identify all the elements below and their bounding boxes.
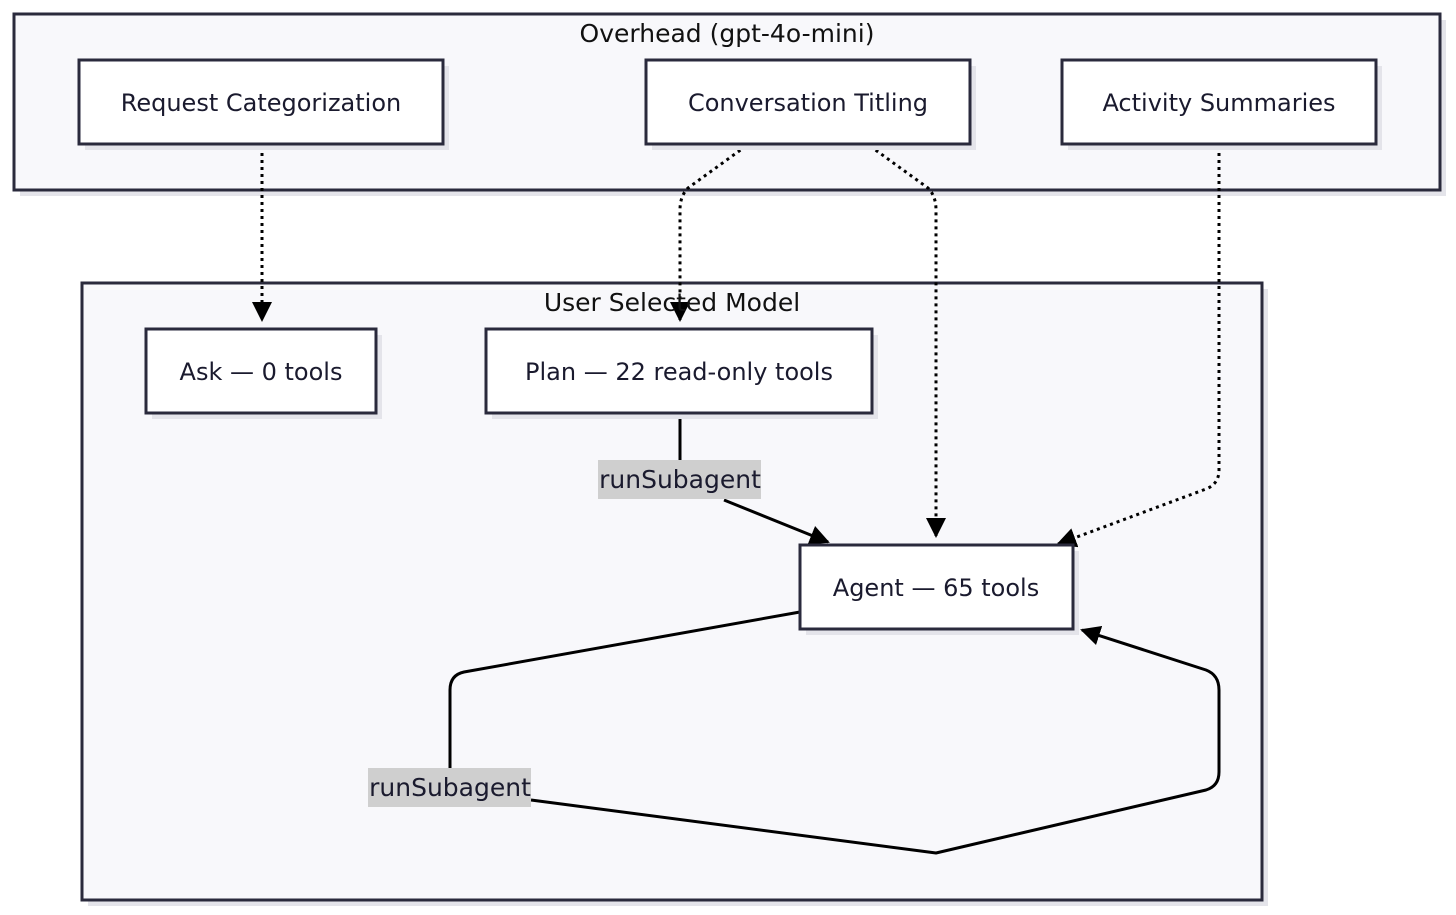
node-request-categorization[interactable]: Request Categorization (77, 58, 449, 150)
edge-label-plan-to-agent-text: runSubagent (599, 465, 761, 494)
cluster-overhead-title: Overhead (gpt-4o-mini) (580, 19, 875, 48)
node-conversation-titling[interactable]: Conversation Titling (644, 58, 976, 150)
node-conversation-titling-label: Conversation Titling (688, 89, 928, 117)
edge-agent-self-loop (448, 612, 1221, 855)
node-activity-summaries-label: Activity Summaries (1102, 89, 1335, 117)
node-activity-summaries[interactable]: Activity Summaries (1060, 58, 1382, 150)
edge-label-agent-self-loop: runSubagent (368, 768, 531, 807)
cluster-user-selected-model-title: User Selected Model (544, 288, 800, 317)
edge-label-agent-self-loop-text: runSubagent (369, 773, 531, 802)
edge-conversation-titling-to-plan (670, 144, 747, 322)
node-agent-label: Agent — 65 tools (833, 574, 1039, 602)
edge-plan-to-agent (678, 414, 828, 542)
node-plan-label: Plan — 22 read-only tools (525, 358, 833, 386)
node-plan[interactable]: Plan — 22 read-only tools (484, 327, 878, 419)
node-request-categorization-label: Request Categorization (121, 89, 402, 117)
edge-conversation-titling-to-agent (869, 144, 946, 538)
edge-label-plan-to-agent: runSubagent (598, 460, 761, 499)
node-agent[interactable]: Agent — 65 tools (798, 543, 1079, 635)
node-ask-label: Ask — 0 tools (180, 358, 343, 386)
edges (252, 144, 1221, 855)
edge-activity-summaries-to-agent (1056, 146, 1221, 548)
node-ask[interactable]: Ask — 0 tools (144, 327, 382, 419)
